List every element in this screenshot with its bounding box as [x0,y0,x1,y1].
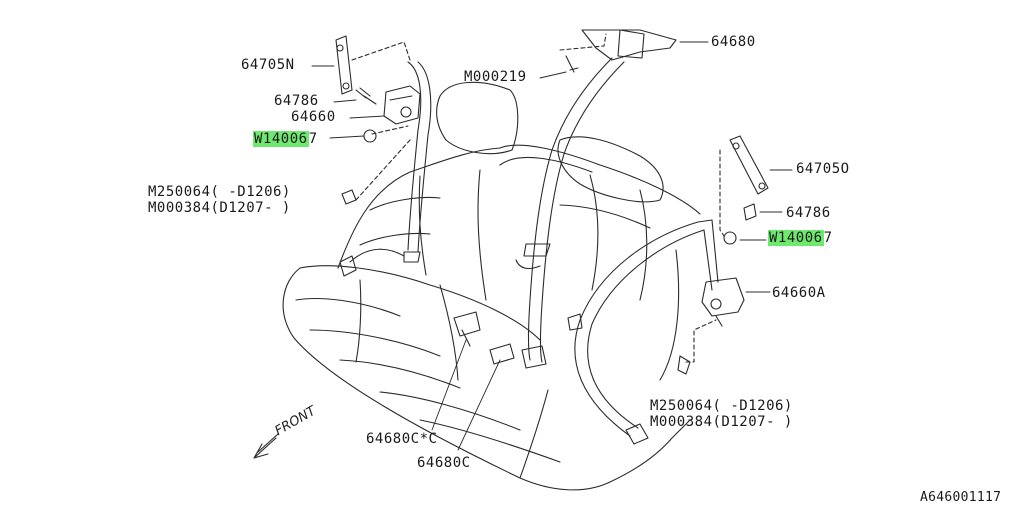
seat-cushion [282,265,691,491]
callout-64680c-star-c: 64680C*C [366,431,438,447]
left-seat-belt [335,35,432,277]
callout-w140067-left: W140067 [253,131,318,147]
seat-back [337,144,701,381]
right-seat-belt [567,135,769,445]
callout-64660a: 64660A [772,285,826,301]
callout-m000384-right: M000384(D1207- ) [650,414,793,430]
callout-m000384-left: M000384(D1207- ) [148,200,291,216]
part-suffix: 7 [308,131,318,147]
callout-m250064-right: M250064( -D1206) [650,398,793,414]
center-seat-belt [453,29,677,369]
highlighted-part-number: W14006 [253,131,309,147]
callout-m250064-left: M250064( -D1206) [148,184,291,200]
callout-64680c: 64680C [417,455,471,471]
callout-m000219: M000219 [464,69,527,85]
callout-64786-left: 64786 [274,93,319,109]
highlighted-part-number: W14006 [768,230,824,246]
callout-64705o: 64705O [796,161,850,177]
dashed-guides [351,33,725,363]
callout-64680: 64680 [711,34,756,50]
callout-64705n: 64705N [241,57,295,73]
front-arrow-icon [253,433,279,459]
callout-64660: 64660 [291,109,336,125]
part-suffix: 7 [823,230,833,246]
callout-64786-right: 64786 [786,205,831,221]
leader-lines [311,41,793,451]
head-restraints [436,81,664,203]
callout-w140067-right: W140067 [768,230,833,246]
figure-reference: A646001117 [920,490,1002,505]
